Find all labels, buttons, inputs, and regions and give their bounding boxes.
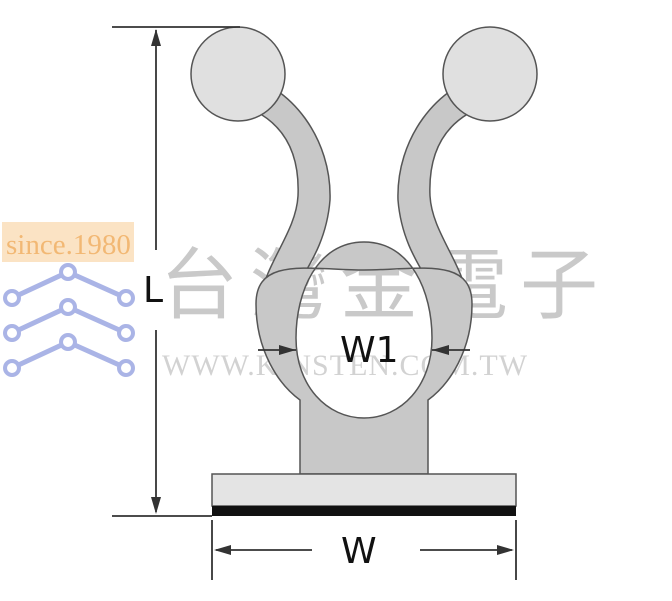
watermark-since-badge: [2, 222, 134, 262]
dimension-base-width-arrow-left: [214, 545, 231, 555]
watermark-circuit-nodes: [3, 263, 135, 377]
dimension-base-width-label: W: [341, 531, 377, 572]
clip-ring-and-stem: [255, 241, 473, 475]
clip-body: [190, 26, 538, 516]
watermark-url-text: WWW.KINSTEN.COM.TW: [162, 349, 528, 382]
dimension-base-width-arrow-right: [497, 545, 514, 555]
clip-right-ball: [442, 26, 538, 122]
watermark-circuit-logo: [10, 269, 128, 371]
dimension-base-width: [211, 520, 517, 580]
clip-left-ball: [190, 26, 286, 122]
watermark-since-text: since.1980: [6, 229, 131, 261]
dimension-inner-width-arrow-right: [432, 345, 449, 355]
dimension-inner-width-label: W1: [340, 330, 399, 371]
clip-adhesive-layer: [212, 506, 516, 516]
dimension-length-arrow-bottom: [151, 497, 161, 514]
dimension-inner-width-arrow-left: [279, 345, 296, 355]
dimension-length: [112, 26, 240, 517]
dimension-length-arrow-top: [151, 29, 161, 46]
dimension-length-label: L: [143, 270, 163, 311]
clip-base-plate: [211, 473, 517, 507]
